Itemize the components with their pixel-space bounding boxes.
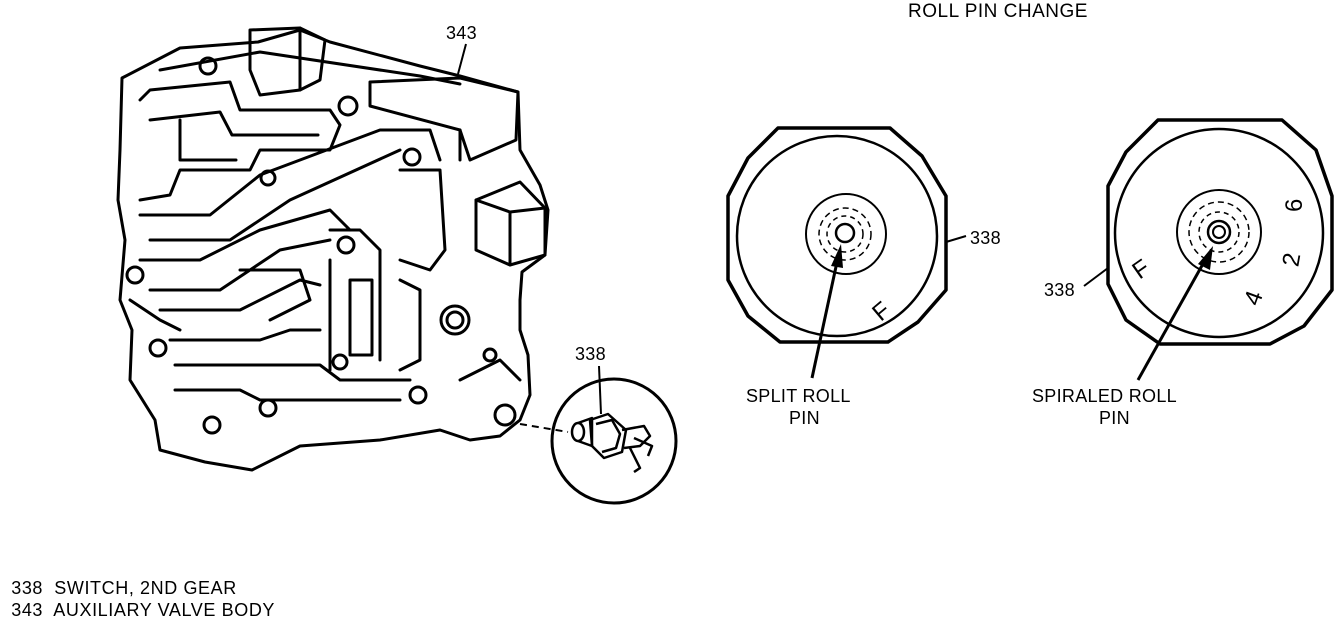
- spiraled-roll-pin-label-line1: SPIRALED ROLL: [1032, 386, 1177, 406]
- right-dial-mark-4: 4: [1239, 287, 1269, 309]
- legend-text: AUXILIARY VALVE BODY: [53, 600, 276, 620]
- diagram-title: ROLL PIN CHANGE: [908, 1, 1088, 22]
- legend-text: SWITCH, 2ND GEAR: [54, 578, 237, 598]
- left-dial-mark-f: F: [867, 297, 896, 327]
- left-switch-dial: [726, 126, 948, 344]
- split-roll-pin-label-line2: PIN: [789, 408, 820, 428]
- switch-leader-dashed: [519, 423, 569, 433]
- legend-number: 343: [11, 600, 44, 620]
- switch-drawing: [570, 412, 654, 474]
- valve-body-leader-line: [457, 43, 467, 75]
- spiraled-roll-pin-arrow: [1136, 246, 1213, 381]
- split-roll-pin-arrow: [810, 244, 843, 379]
- diagram-canvas: 343 338 ROLL PIN CHANGE F 338 SPLIT ROLL…: [116, 1, 1334, 505]
- left-dial-callout: 338: [970, 228, 1001, 248]
- right-dial-callout: 338: [1044, 280, 1075, 300]
- switch-callout: 338: [575, 344, 606, 364]
- right-dial-mark-2: 2: [1277, 251, 1306, 269]
- right-dial-number-leader: [1083, 267, 1109, 287]
- spiraled-roll-pin-label-line2: PIN: [1099, 408, 1130, 428]
- split-roll-pin-label-line1: SPLIT ROLL: [746, 386, 851, 406]
- switch-detail-circle: [550, 377, 678, 505]
- legend-item-343: 343 AUXILIARY VALVE BODY: [0, 580, 275, 620]
- right-dial-mark-f: F: [1127, 254, 1155, 285]
- switch-number-leader: [598, 365, 602, 415]
- auxiliary-valve-body-drawing: [116, 26, 550, 472]
- valve-body-callout: 343: [446, 23, 477, 43]
- legend-item-338: 338 SWITCH, 2ND GEAR: [0, 558, 237, 598]
- right-switch-dial: [1106, 118, 1334, 346]
- left-dial-number-leader: [945, 235, 967, 243]
- right-dial-mark-6: 6: [1281, 199, 1308, 212]
- legend-number: 338: [11, 578, 44, 598]
